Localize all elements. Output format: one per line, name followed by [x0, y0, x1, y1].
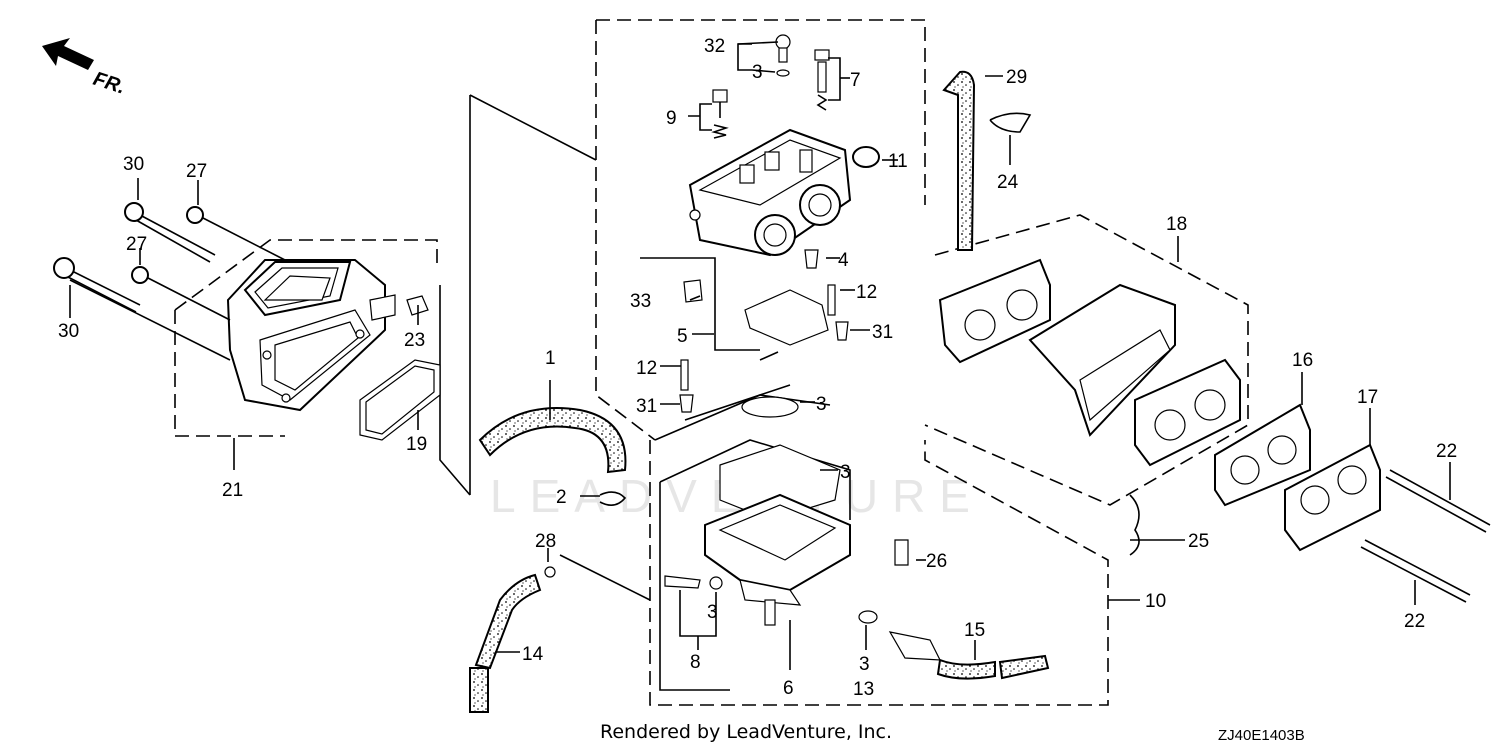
hoses: [469, 70, 1050, 713]
air-cleaner-base: [226, 259, 396, 412]
callout-27-upper: 27: [186, 161, 207, 182]
callout-labels: 32 3 7 9 11 4 12 33 31 5 12 31 3 3 1 2 2…: [58, 36, 1457, 700]
hose-1: [478, 407, 627, 474]
direction-label: FR.: [90, 68, 127, 99]
hose-14: [474, 573, 542, 670]
callout-21: 21: [222, 480, 243, 501]
hose-29: [942, 70, 976, 251]
callout-3-top: 3: [752, 62, 763, 83]
carburetor-small-parts: [679, 34, 880, 418]
front-direction-indicator: FR.: [42, 38, 128, 99]
callout-12-lower: 12: [636, 358, 657, 379]
callout-5: 5: [677, 326, 688, 347]
gasket-18b: [1134, 358, 1241, 467]
callout-24: 24: [997, 172, 1019, 193]
insulator-assembly: [938, 258, 1381, 552]
callout-32: 32: [704, 36, 725, 57]
callout-33: 33: [630, 291, 651, 312]
callout-28: 28: [535, 531, 556, 552]
callout-22-lower: 22: [1404, 611, 1425, 632]
callout-16: 16: [1292, 350, 1313, 371]
callout-3-oring: 3: [816, 394, 827, 415]
callout-3-drain: 3: [707, 602, 718, 623]
callout-9: 9: [666, 108, 677, 129]
callout-10: 10: [1145, 591, 1166, 612]
callout-12-upper: 12: [856, 282, 877, 303]
front-arrow-icon: [42, 38, 94, 70]
rendered-by-footer: Rendered by LeadVenture, Inc.: [600, 721, 892, 743]
callout-11: 11: [888, 151, 908, 172]
callout-4: 4: [838, 250, 849, 271]
callout-18: 18: [1166, 214, 1187, 235]
callout-14: 14: [522, 644, 544, 665]
callout-31-right: 31: [872, 322, 893, 343]
callout-19: 19: [406, 434, 427, 455]
hose-15: [936, 658, 996, 680]
insulator-block: [1028, 283, 1176, 437]
gasket-18a: [938, 258, 1051, 364]
callout-29: 29: [1006, 67, 1027, 88]
callout-22-upper: 22: [1436, 441, 1457, 462]
studs-22: [1360, 469, 1491, 603]
callout-6: 6: [783, 678, 794, 699]
callout-27-lower: 27: [126, 234, 147, 255]
callout-31-left: 31: [636, 396, 657, 417]
callout-15: 15: [964, 620, 985, 641]
callout-17: 17: [1357, 387, 1378, 408]
leader-lines: [69, 41, 1451, 670]
callout-8: 8: [690, 652, 701, 673]
callout-23: 23: [404, 330, 425, 351]
callout-3-bottom: 3: [859, 654, 870, 675]
callout-26: 26: [926, 551, 947, 572]
group-outlines: [174, 19, 1249, 706]
callout-7: 7: [850, 70, 861, 91]
callout-3-gasket: 3: [840, 462, 851, 483]
bolts-and-nuts: [53, 202, 429, 361]
clips: [544, 112, 1140, 578]
callout-25: 25: [1188, 531, 1209, 552]
callout-1: 1: [545, 348, 556, 369]
float-chamber: [664, 444, 941, 661]
callout-30-upper: 30: [123, 154, 144, 175]
carburetor-body: [688, 128, 852, 257]
callout-30-lower: 30: [58, 321, 79, 342]
callout-2: 2: [556, 487, 567, 508]
diagram-code: ZJ40E1403B: [1218, 727, 1305, 744]
callout-13: 13: [853, 679, 874, 700]
